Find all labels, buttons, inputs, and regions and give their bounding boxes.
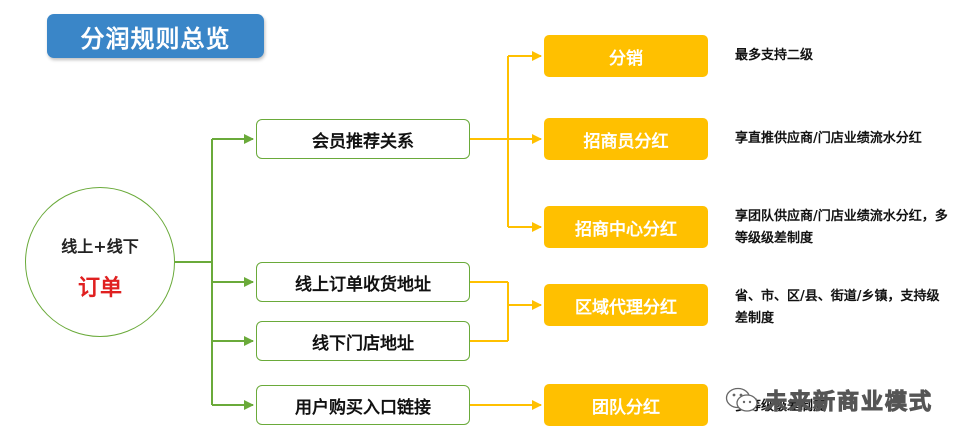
- wechat-icon: [725, 387, 758, 412]
- target-center-bonus: 招商中心分红: [544, 206, 708, 248]
- note-regional-bonus: 省、市、区/县、街道/乡镇，支持级差制度: [735, 289, 940, 326]
- note-team-bonus: 多等级级差制度: [735, 399, 827, 414]
- order-node: 线上+线下 订单: [25, 187, 175, 337]
- green-connectors: [175, 134, 254, 410]
- source-online-address: 线上订单收货地址: [256, 262, 470, 302]
- watermark: 未来新商业模式: [725, 382, 933, 418]
- gold-connectors: [470, 51, 542, 410]
- source-member-referral: 会员推荐关系: [256, 119, 470, 159]
- note-distribution: 最多支持二级: [735, 48, 814, 63]
- target-recruiter-bonus: 招商员分红: [544, 118, 708, 160]
- target-distribution: 分销: [544, 35, 708, 77]
- source-store-address: 线下门店地址: [256, 321, 470, 361]
- order-label: 订单: [77, 276, 122, 301]
- order-type-label: 线上+线下: [61, 237, 139, 256]
- target-regional-bonus: 区域代理分红: [544, 284, 708, 326]
- note-center-bonus: 享团队供应商/门店业绩流水分红，多等级级差制度: [735, 209, 948, 246]
- page-title: 分润规则总览: [47, 14, 264, 58]
- target-team-bonus: 团队分红: [544, 384, 708, 426]
- note-recruiter-bonus: 享直推供应商/门店业绩流水分红: [735, 131, 922, 146]
- source-purchase-link: 用户购买入口链接: [256, 385, 470, 425]
- watermark-text: 未来新商业模式: [764, 390, 934, 416]
